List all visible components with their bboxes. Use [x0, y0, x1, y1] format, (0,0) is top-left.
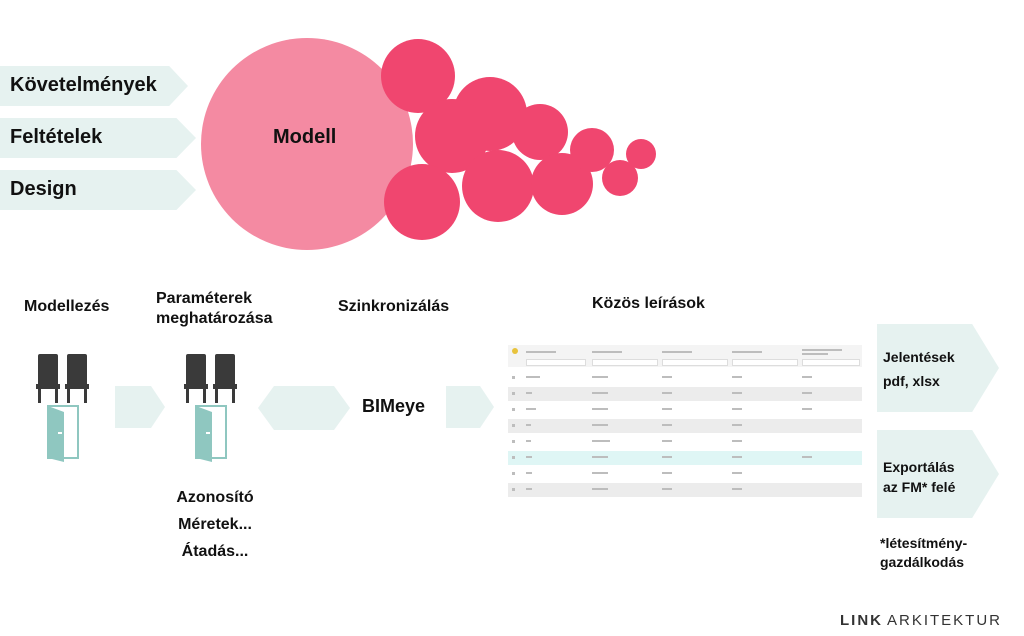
header-filter	[732, 359, 798, 366]
header-filter	[802, 359, 860, 366]
table-row	[508, 435, 862, 449]
chair-icon	[36, 354, 60, 403]
header-filter	[592, 359, 658, 366]
logo-light: ARKITEKTUR	[887, 612, 1003, 629]
chairs-door-icon	[184, 354, 237, 462]
step-parameters-line: Paraméterek	[156, 290, 253, 307]
model-bubble-diagram	[201, 38, 656, 250]
param-example: Azonosító	[176, 489, 254, 506]
door-icon	[195, 405, 227, 462]
flow-arrow-3	[446, 386, 494, 428]
requirement-label: Design	[10, 178, 77, 200]
header-filter	[526, 359, 586, 366]
chair-icon	[184, 354, 208, 403]
logo-bold: LINK	[840, 612, 883, 629]
bubble	[602, 160, 638, 196]
model-circle	[201, 38, 413, 250]
bubble	[462, 150, 534, 222]
reports-line: pdf, xlsx	[883, 373, 940, 389]
bubble	[570, 128, 614, 172]
bubble	[381, 39, 455, 113]
step-modeling-title: Modellezés	[24, 298, 110, 315]
flow-arrow-1	[115, 386, 165, 428]
footnote-line: *létesítmény-	[880, 535, 968, 551]
param-example: Méretek...	[178, 516, 252, 533]
param-examples: Azonosító Méretek... Átadás...	[150, 484, 280, 565]
requirement-label: Követelmények	[10, 74, 157, 96]
table-row	[508, 451, 862, 465]
bubble	[384, 164, 460, 240]
step-shared-title: Közös leírások	[592, 295, 705, 312]
table-row	[508, 371, 862, 385]
requirement-arrow-1: Követelmények	[0, 66, 188, 106]
step-parameters-line: meghatározása	[156, 310, 273, 327]
footnote-line: gazdálkodás	[880, 554, 965, 570]
header-cell	[512, 348, 518, 354]
table-row	[508, 403, 862, 417]
requirement-arrow-3: Design	[0, 170, 196, 210]
model-label: Modell	[273, 126, 337, 148]
table-row	[508, 387, 862, 401]
step-sync-title: Szinkronizálás	[338, 298, 450, 315]
shared-descriptions-table	[508, 345, 862, 505]
bubble	[512, 104, 568, 160]
bimeye-label: BIMeye	[362, 396, 426, 416]
door-icon	[47, 405, 79, 462]
bubble	[531, 153, 593, 215]
reports-output-box: Jelentések pdf, xlsx	[877, 324, 999, 412]
table-row	[508, 467, 862, 481]
chairs-door-icon	[36, 354, 89, 462]
footnote: *létesítmény- gazdálkodás	[880, 534, 967, 572]
step-parameters-title: Paraméterek meghatározása	[156, 289, 273, 329]
chair-icon	[213, 354, 237, 403]
requirement-label: Feltételek	[10, 126, 103, 148]
table-header-row	[508, 345, 862, 367]
bubble	[415, 99, 489, 173]
reports-line: Jelentések	[883, 349, 955, 365]
chair-icon	[65, 354, 89, 403]
export-line: az FM* felé	[883, 479, 956, 495]
table-row	[508, 483, 862, 497]
bubble	[626, 139, 656, 169]
export-output-box: Exportálás az FM* felé	[877, 430, 999, 518]
sync-double-arrow	[258, 386, 350, 430]
requirement-arrow-2: Feltételek	[0, 118, 196, 158]
table-row	[508, 419, 862, 433]
table-cell-marks	[512, 349, 842, 491]
export-line: Exportálás	[883, 459, 955, 475]
param-example: Átadás...	[181, 543, 249, 560]
header-filter	[662, 359, 728, 366]
